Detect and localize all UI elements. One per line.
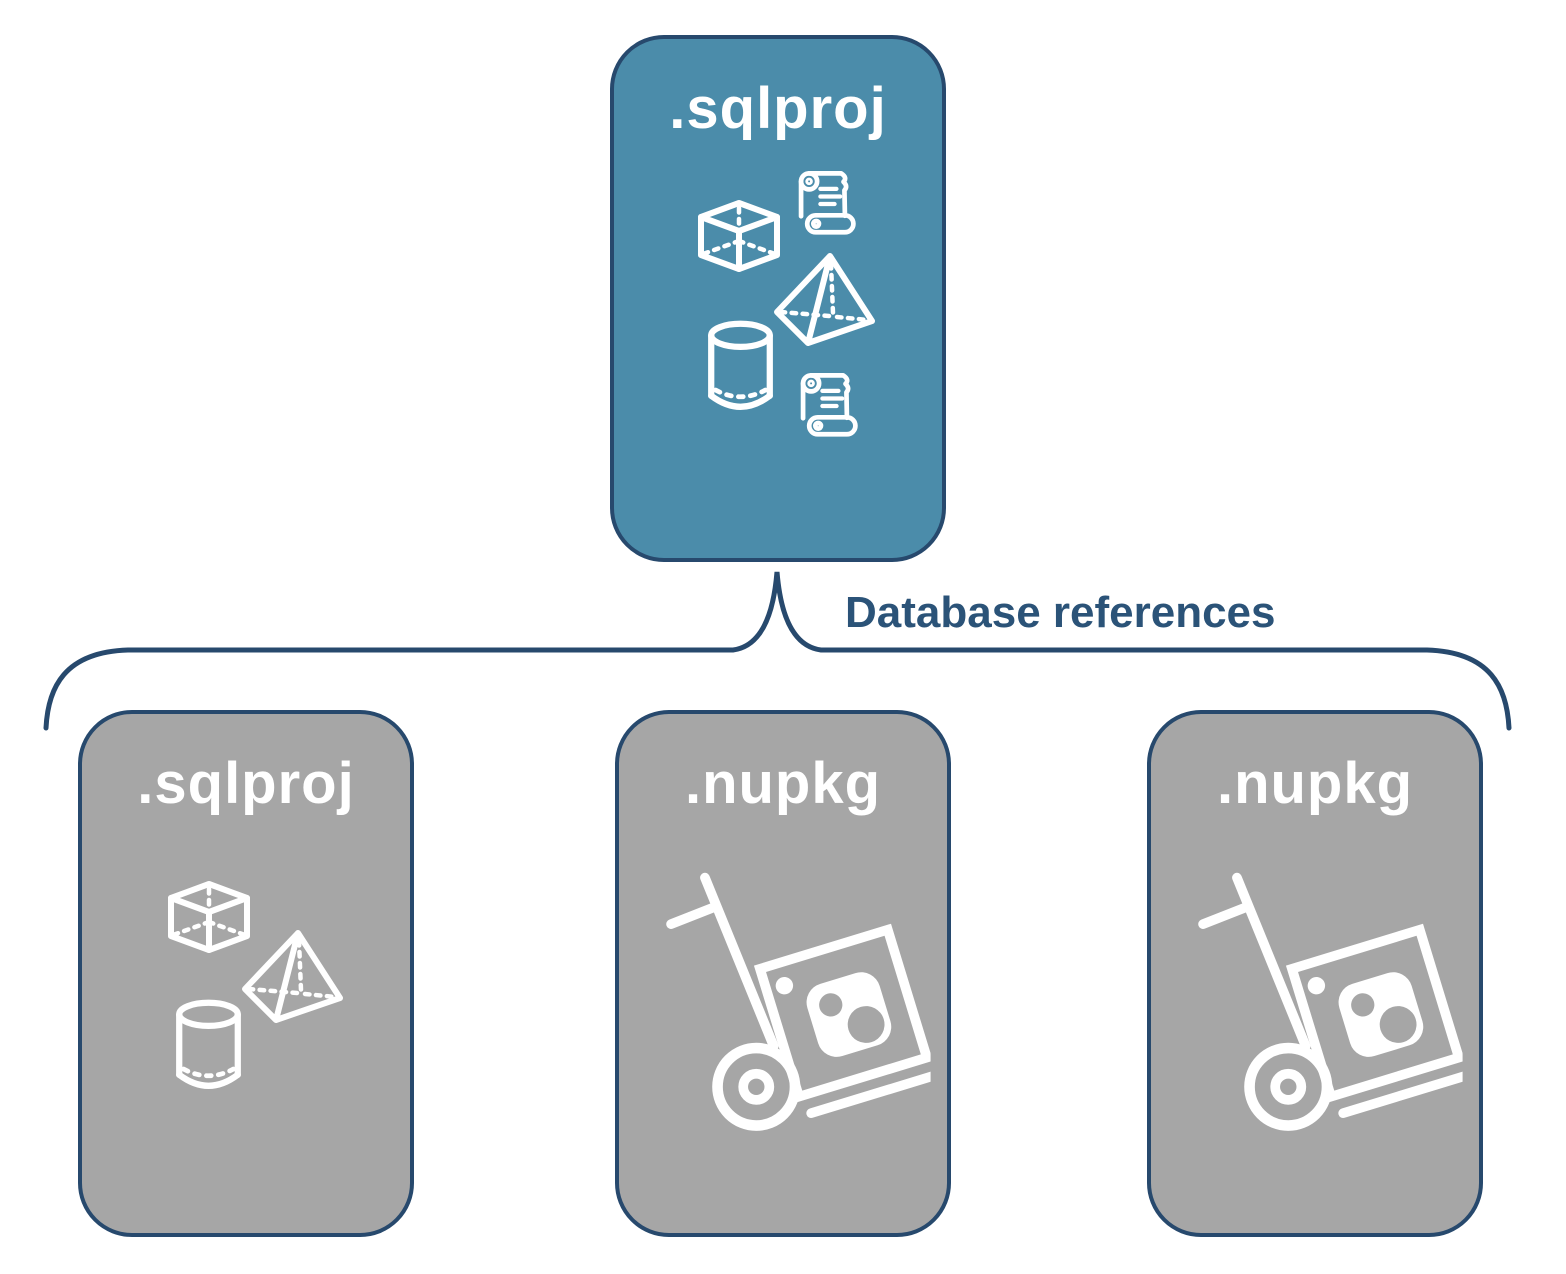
database-cylinder-icon [704, 319, 777, 415]
nuget-package-dolly-icon [659, 866, 931, 1142]
connector-label: Database references [845, 588, 1276, 637]
child-node-title: .nupkg [1216, 751, 1414, 816]
node-child-nupkg-1: .nupkg [615, 710, 951, 1237]
child-node-title: .nupkg [684, 751, 882, 816]
child-node-title: .sqlproj [137, 751, 355, 816]
node-child-nupkg-2: .nupkg [1147, 710, 1483, 1237]
database-cylinder-icon [172, 998, 245, 1094]
pyramid-icon [772, 251, 877, 349]
node-child-sqlproj: .sqlproj [78, 710, 414, 1237]
pyramid-icon [240, 928, 345, 1026]
root-node-title: .sqlproj [669, 76, 887, 141]
sql-script-scroll-icon [796, 369, 862, 443]
cube-icon [694, 199, 784, 275]
nuget-package-dolly-icon [1191, 866, 1463, 1142]
node-root-sqlproj: .sqlproj [610, 35, 946, 562]
sql-script-scroll-icon [794, 167, 860, 241]
